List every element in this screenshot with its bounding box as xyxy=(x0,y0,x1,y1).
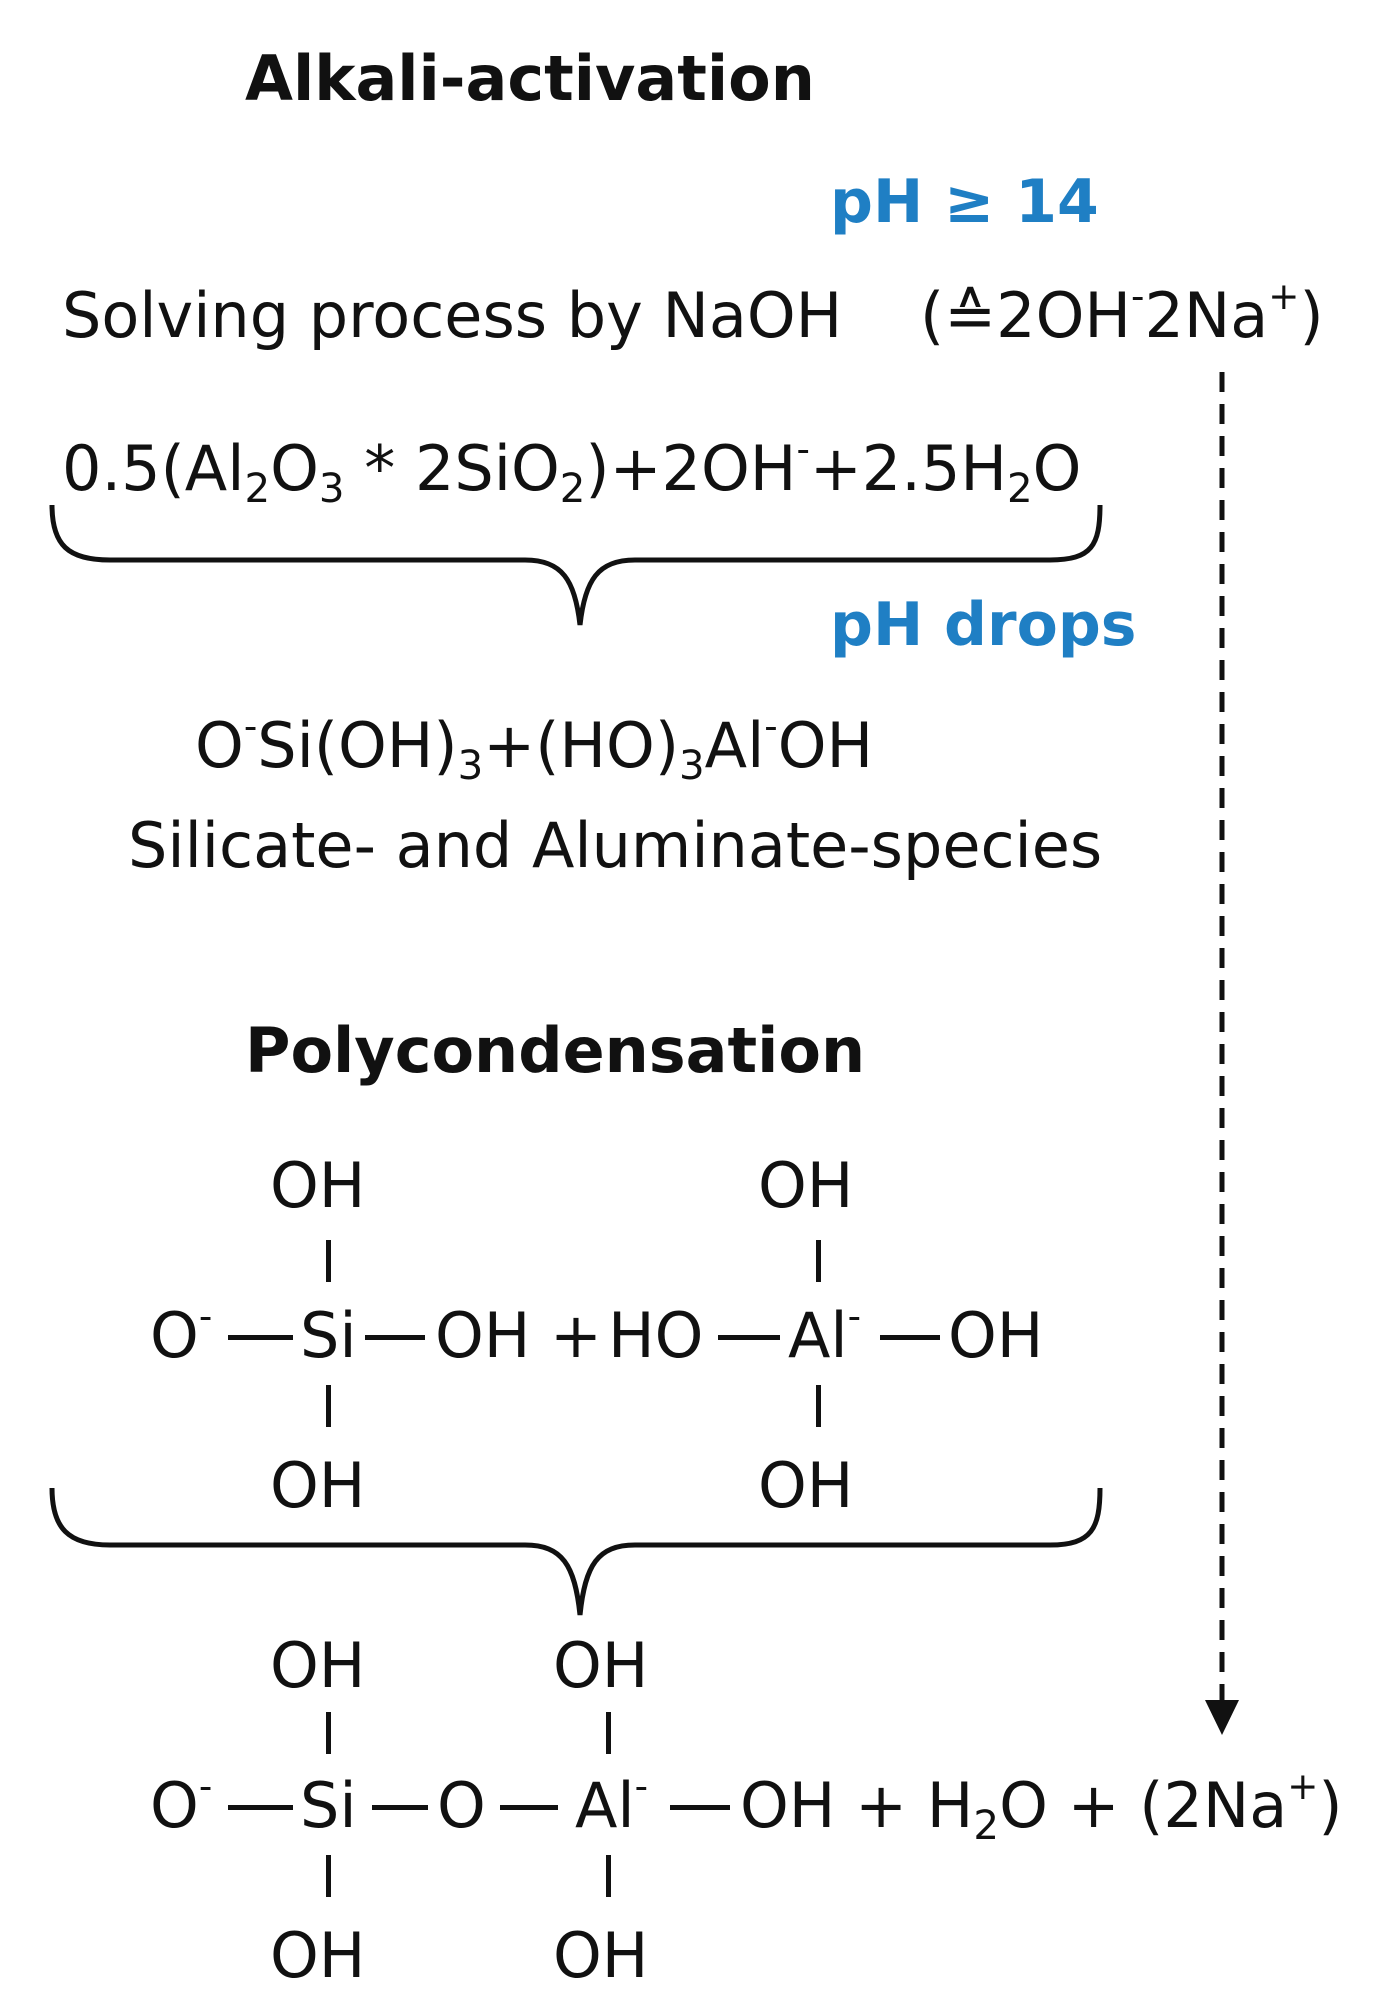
eq1-part: +2.5H xyxy=(809,432,1008,505)
atom-o: O xyxy=(150,1299,199,1372)
polycondensation-heading: Polycondensation xyxy=(245,1014,866,1087)
product-sup: + xyxy=(1287,1764,1319,1809)
bond xyxy=(228,1335,293,1340)
product-bridge-o: O xyxy=(437,1769,486,1842)
eq1-sup: - xyxy=(796,427,810,472)
bond xyxy=(228,1805,293,1810)
eq2-part: O xyxy=(195,709,244,782)
naoh-mid: 2Na xyxy=(1144,279,1269,352)
eq2-sup: - xyxy=(243,704,258,749)
eq1-part: O xyxy=(1032,432,1082,505)
eq2-part: +(HO) xyxy=(483,709,680,782)
naoh-plus: + xyxy=(1268,274,1300,319)
bond xyxy=(326,1855,331,1897)
bond xyxy=(718,1335,780,1340)
bottom-curly-brace xyxy=(49,1487,1103,1616)
si-top-oh: OH xyxy=(270,1149,366,1222)
product-part: ) xyxy=(1318,1769,1343,1842)
ph-drops-label: pH drops xyxy=(830,590,1137,660)
al-left-ho: HO xyxy=(608,1299,704,1372)
reactant-plus: + xyxy=(550,1299,602,1372)
charge: - xyxy=(198,1294,213,1339)
si-atom: Si xyxy=(300,1299,357,1372)
eq1-sub: 3 xyxy=(318,465,345,513)
alkali-activation-heading: Alkali-activation xyxy=(245,42,815,115)
product-sub: 2 xyxy=(973,1802,1000,1850)
product-al-bottom-oh: OH xyxy=(553,1919,649,1992)
eq1-part: * 2SiO xyxy=(344,432,560,505)
naoh-open: (≙2OH xyxy=(920,279,1132,352)
product-al-top-oh: OH xyxy=(553,1629,649,1702)
product-part: O + (2Na xyxy=(999,1769,1288,1842)
bond xyxy=(816,1385,821,1427)
eq2-part: Si(OH) xyxy=(257,709,458,782)
eq2-part: OH xyxy=(777,709,874,782)
atom-al: Al xyxy=(575,1769,635,1842)
product-o-anion: O- xyxy=(150,1768,212,1837)
bond xyxy=(880,1335,940,1340)
solving-process-text: Solving process by NaOH xyxy=(62,279,843,352)
eq1-part: O xyxy=(270,432,319,505)
bond xyxy=(326,1712,331,1754)
top-curly-brace xyxy=(49,504,1103,626)
product-part: OH + H xyxy=(740,1769,974,1842)
si-right-oh: OH xyxy=(435,1299,531,1372)
bond xyxy=(326,1385,331,1427)
product-al-anion: Al- xyxy=(575,1768,648,1837)
dissolution-equation: 0.5(Al2O3 * 2SiO2)+2OH-+2.5H2O xyxy=(62,431,1081,509)
naoh-dissociation: (≙2OH-2Na+) xyxy=(920,278,1324,347)
bond xyxy=(816,1240,821,1282)
eq1-part: 0.5(Al xyxy=(62,432,245,505)
eq1-sub: 2 xyxy=(559,465,586,513)
ph-high-label: pH ≥ 14 xyxy=(830,167,1099,237)
product-si-bottom-oh: OH xyxy=(270,1919,366,1992)
dashed-arrow-head xyxy=(1205,1700,1239,1735)
eq2-sub: 3 xyxy=(457,742,484,790)
bond xyxy=(670,1805,730,1810)
eq1-sub: 2 xyxy=(244,465,271,513)
al-bottom-oh: OH xyxy=(758,1449,854,1522)
eq2-sup: - xyxy=(764,704,778,749)
product-right-side: OH + H2O + (2Na+) xyxy=(740,1768,1343,1846)
si-left-o-anion: O- xyxy=(150,1298,212,1367)
bond xyxy=(326,1240,331,1282)
bond xyxy=(606,1712,611,1754)
bond xyxy=(606,1855,611,1897)
si-bottom-oh: OH xyxy=(270,1449,366,1522)
al-top-oh: OH xyxy=(758,1149,854,1222)
species-label: Silicate- and Aluminate-species xyxy=(128,809,1103,882)
al-anion: Al- xyxy=(788,1298,861,1367)
charge: - xyxy=(198,1764,213,1809)
bond xyxy=(372,1805,428,1810)
eq1-sub: 2 xyxy=(1007,465,1033,513)
naoh-close: ) xyxy=(1299,279,1324,352)
bond xyxy=(365,1335,425,1340)
eq2-part: Al xyxy=(704,709,765,782)
charge: - xyxy=(847,1294,862,1339)
naoh-minus: - xyxy=(1131,274,1145,319)
species-equation: O-Si(OH)3+(HO)3Al-OH xyxy=(195,708,873,786)
atom-al: Al xyxy=(788,1299,848,1372)
atom-o: O xyxy=(150,1769,199,1842)
bond xyxy=(500,1805,558,1810)
product-si-top-oh: OH xyxy=(270,1629,366,1702)
al-right-oh: OH xyxy=(948,1299,1044,1372)
eq2-sub: 3 xyxy=(679,742,705,790)
product-si-atom: Si xyxy=(300,1769,357,1842)
eq1-part: )+2OH xyxy=(585,432,797,505)
charge: - xyxy=(634,1764,649,1809)
